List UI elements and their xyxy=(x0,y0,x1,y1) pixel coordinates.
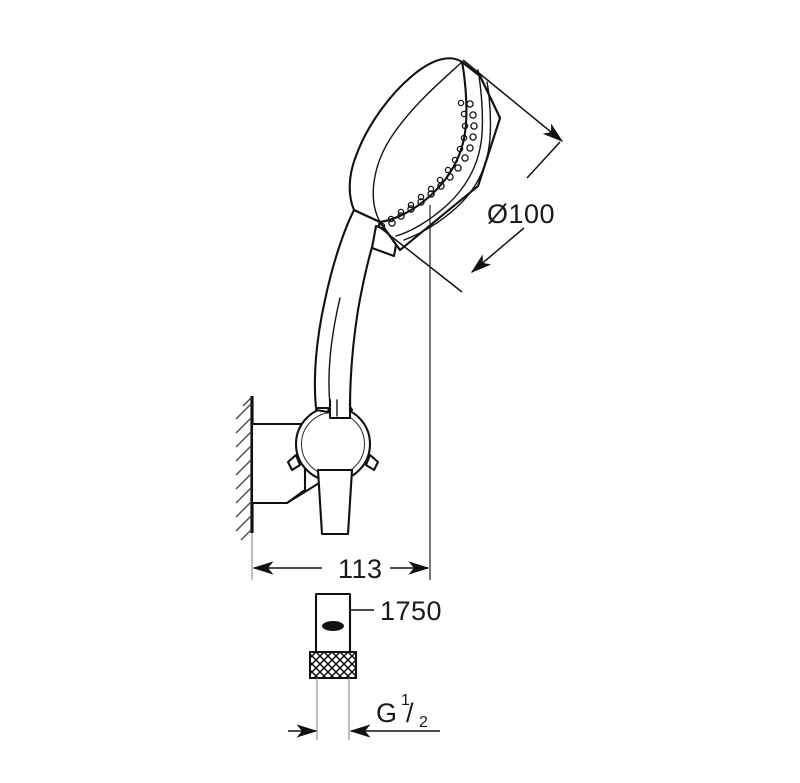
diameter-label: Ø100 xyxy=(487,199,555,229)
projection-label: 113 xyxy=(338,554,383,584)
thread-label-numerator: 1 xyxy=(401,692,410,709)
hose-length-dimension: 1750 xyxy=(350,596,442,626)
diameter-dimension: Ø100 xyxy=(377,59,564,293)
projection-dimension: 113 xyxy=(251,205,431,584)
spray-nozzle-face xyxy=(378,99,478,230)
thread-label-slash: / xyxy=(406,698,414,728)
wall-hatching xyxy=(235,397,252,541)
knurled-coupling-nut xyxy=(309,651,357,679)
hand-shower-spray-head xyxy=(348,57,502,252)
thread-label-denominator: 2 xyxy=(419,714,428,731)
hose-stub-under-cradle xyxy=(316,468,354,536)
wall-section-hatched xyxy=(235,396,254,541)
shower-hose xyxy=(309,592,357,740)
thread-label-main: G xyxy=(376,698,398,728)
hose-detent-mark xyxy=(322,621,344,631)
hose-length-label: 1750 xyxy=(380,596,442,626)
hand-shower-handle xyxy=(313,208,400,420)
thread-dimension: G 1 / 2 xyxy=(288,692,440,738)
